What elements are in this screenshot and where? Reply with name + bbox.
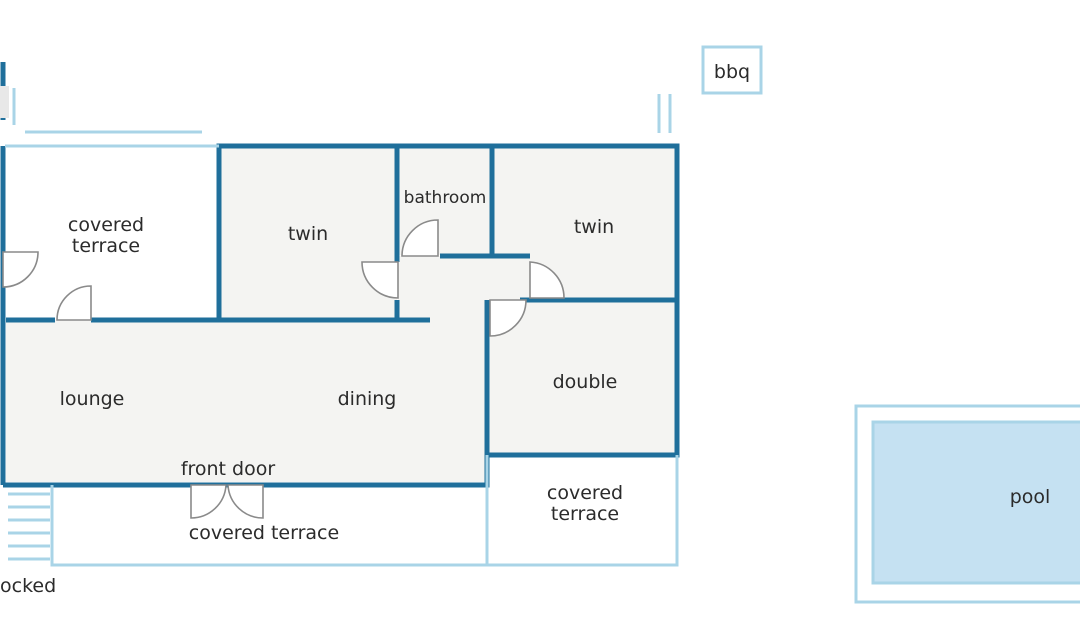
door-lounge-terrace <box>56 285 92 321</box>
door-terrace-left <box>2 251 39 288</box>
front-door-left-leaf <box>190 484 227 519</box>
door-twin-right <box>529 261 565 299</box>
covered-terrace-right-label: covered <box>547 482 623 504</box>
twin-left-label: twin <box>288 223 328 245</box>
pool-label: pool <box>1010 486 1051 508</box>
lounge-label: lounge <box>60 388 125 410</box>
window-stub <box>0 86 9 118</box>
door-twin-left <box>361 261 399 299</box>
steps <box>8 492 50 561</box>
dining-label: dining <box>338 388 397 410</box>
twin-room-left-area <box>221 147 397 320</box>
twin-right-label: twin <box>574 216 614 238</box>
lounge-dining-area <box>6 320 485 482</box>
door-double <box>489 299 527 337</box>
covered-terrace-right-label-2: terrace <box>551 503 619 525</box>
covered-terrace-left-label-2: terrace <box>72 235 140 257</box>
outdoor-boundaries <box>5 45 1080 604</box>
front-door-label: front door <box>181 458 276 480</box>
front-door-right-leaf <box>227 484 264 519</box>
decked-label: ocked <box>0 575 56 597</box>
covered-terrace-front-label: covered terrace <box>189 522 339 544</box>
pool-water <box>871 420 1080 585</box>
double-label: double <box>553 371 618 393</box>
double-room-area <box>487 302 677 453</box>
bbq-label: bbq <box>714 61 750 83</box>
bathroom-label: bathroom <box>404 188 487 208</box>
covered-terrace-left-label: covered <box>68 214 144 236</box>
covered-terrace-left-area <box>5 146 219 320</box>
door-bathroom <box>401 219 439 257</box>
